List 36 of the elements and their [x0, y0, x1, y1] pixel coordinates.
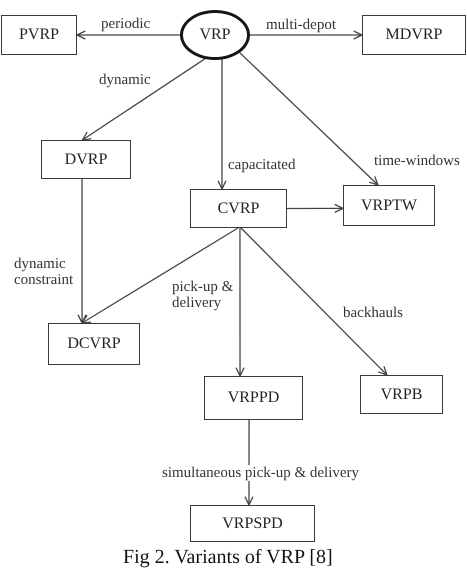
- process-box: [362, 15, 466, 55]
- edge-label: dynamic: [99, 72, 151, 88]
- process-box: [360, 375, 443, 414]
- node-label: DVRP: [64, 150, 108, 168]
- node-label: VRPB: [380, 386, 422, 404]
- arrow: [287, 204, 344, 214]
- arrow: [81, 227, 238, 324]
- arrow: [82, 58, 206, 141]
- arrow: [76, 30, 180, 40]
- node-label: VRPPD: [228, 389, 280, 407]
- process-box: [343, 185, 435, 226]
- arrow: [235, 228, 245, 377]
- process-box: [190, 189, 287, 228]
- process-box: [48, 323, 140, 365]
- figure-caption: Fig 2. Variants of VRP [8]: [123, 546, 333, 568]
- arrow: [240, 228, 388, 376]
- node-label: DCVRP: [67, 335, 121, 353]
- edge-label: pick-up & delivery: [172, 279, 236, 311]
- node-label: VRPSPD: [222, 514, 283, 532]
- process-box: [190, 505, 315, 542]
- node-label: VRP: [199, 26, 231, 44]
- edge-label: capacitated: [228, 157, 296, 173]
- arrow: [77, 179, 87, 324]
- node-label: PVRP: [18, 26, 60, 44]
- edge-label: periodic: [101, 16, 150, 32]
- node-label: CVRP: [218, 200, 260, 218]
- arrow: [217, 60, 227, 190]
- process-box: [204, 376, 303, 420]
- process-box: [41, 140, 131, 179]
- node-label: VRPTW: [361, 196, 417, 214]
- edge-label: simultaneous pick-up & delivery: [162, 465, 360, 481]
- process-box: [1, 15, 77, 55]
- node-label: MDVRP: [386, 26, 442, 44]
- arrow: [239, 52, 379, 186]
- edge-label: multi-depot: [266, 17, 336, 33]
- arrow: [250, 30, 363, 40]
